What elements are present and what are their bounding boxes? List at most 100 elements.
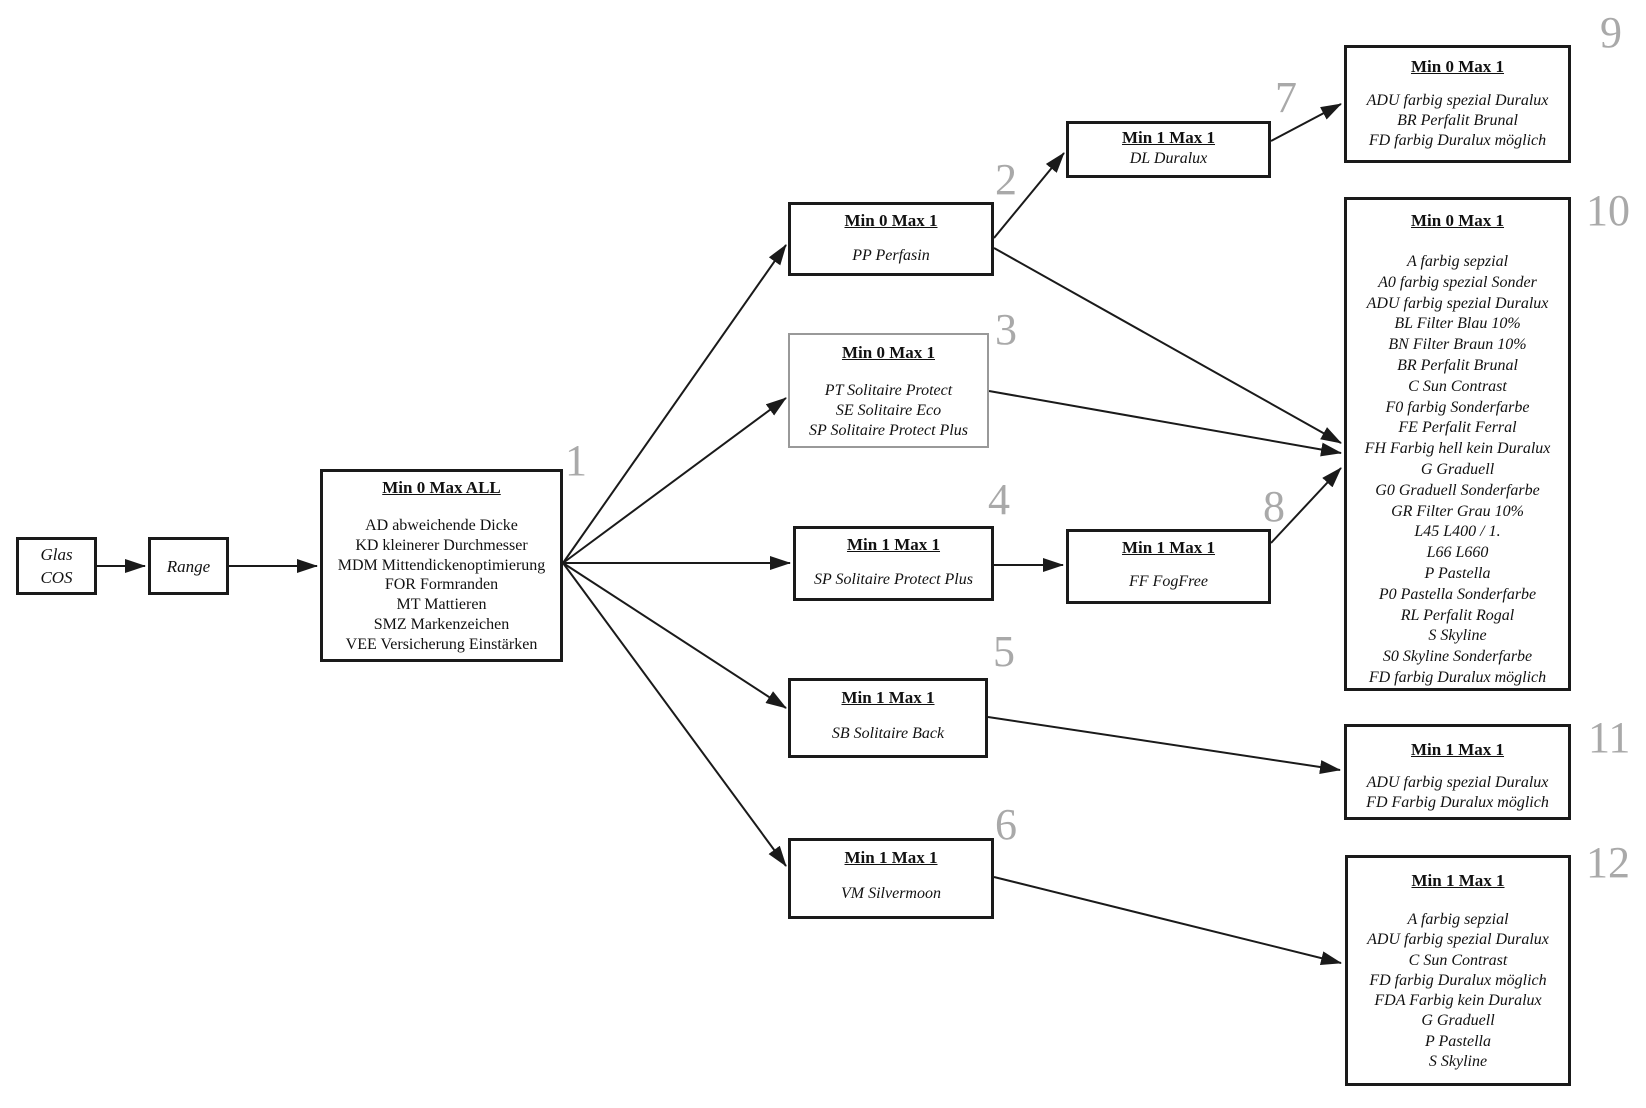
node-items: A farbig sepzial A0 farbig spezial Sonder… [1347,252,1568,689]
node-item: FD Farbig Duralux möglich [1366,794,1549,811]
node-title: Min 1 Max 1 [1121,538,1216,557]
step-number-8: 8 [1263,482,1285,531]
node-item: P Pastella [1424,564,1491,582]
node-item: BR Perfalit Brunal [1397,112,1518,129]
node-item: VEE Versicherung Einstärken [345,635,538,653]
node-item: C Sun Contrast [1408,377,1507,395]
node-item: A0 farbig spezial Sonder [1378,273,1537,291]
node-item: S0 Skyline Sonderfarbe [1382,648,1533,666]
step-number-9: 9 [1600,8,1622,57]
node-title: Min 0 Max 1 [1410,211,1505,230]
node-item: PT Solitaire Protect [824,382,953,399]
step-number-4: 4 [988,475,1010,524]
node-items: PP Perfasin [791,246,991,266]
node-title: Min 0 Max 1 [841,343,936,362]
node-sb-solitaire-back: Min 1 Max 1 SB Solitaire Back [788,678,988,758]
node-title: Min 1 Max 1 [846,535,941,554]
arrow-n7-to-n9 [1270,103,1342,142]
node-item: SE Solitaire Eco [835,402,942,419]
node-item: DL Duralux [1129,150,1208,167]
step-number-1: 1 [565,436,587,485]
node-title: Min 0 Max 1 [844,211,938,230]
node-item: SMZ Markenzeichen [373,615,510,633]
step-number-5: 5 [993,627,1015,676]
node-item: Range [166,556,211,576]
arrow-n1-to-n3 [562,397,787,564]
node-item: A farbig sepzial [1406,253,1509,270]
arrow-n1-to-n6 [562,562,787,867]
node-item: ADU farbig spezial Duralux [1367,931,1549,949]
node-item: L66 L660 [1426,544,1489,562]
step-number-7: 7 [1275,73,1297,122]
arrow-n1-to-n2 [562,244,787,564]
node-item: SB Solitaire Back [831,725,945,742]
arrow-n3-to-n10 [988,390,1342,457]
node-item: ADU farbig spezial Duralux [1366,774,1549,791]
arrow-n2-to-n10 [993,247,1342,444]
node-title: Min 0 Max 1 [1410,57,1505,76]
node-item: C Sun Contrast [1408,951,1508,969]
node-item: BR Perfalit Brunal [1397,356,1518,374]
node-item: FE Perfalit Ferral [1398,419,1517,437]
node-ff-fogfree: Min 1 Max 1 FF FogFree [1066,529,1271,604]
node-title: Min 1 Max 1 [1121,128,1216,147]
node-items: SP Solitaire Protect Plus [796,570,991,590]
node-item: FD farbig Duralux möglich [1368,132,1547,149]
node-vm-silvermoon: Min 1 Max 1 VM Silvermoon [788,838,994,919]
arrow-n2-to-n7 [993,152,1065,239]
node-item: AD abweichende Dicke [365,517,518,534]
node-items: Range [151,555,226,578]
node-item: ADU farbig spezial Duralux [1366,294,1549,312]
node-item: FDA Farbig kein Duralux [1374,992,1542,1010]
node-item: GR Filter Grau 10% [1391,502,1524,520]
node-item: F0 farbig Sonderfarbe [1385,398,1530,416]
node-item: A farbig sepzial [1407,911,1509,928]
node-item: MDM Mittendickenoptimierung [337,556,546,574]
node-item: FD farbig Duralux möglich [1368,668,1547,686]
node-item: RL Perfalit Rogal [1400,606,1515,624]
node-item: BN Filter Braun 10% [1388,336,1527,354]
node-item: L45 L400 / 1. [1414,523,1501,541]
node-title: Min 1 Max 1 [1410,740,1505,759]
node-items: SB Solitaire Back [791,724,985,744]
node-color-options-full: Min 0 Max 1 A farbig sepzial A0 farbig sp… [1344,197,1571,691]
step-number-11: 11 [1588,713,1631,762]
step-number-12: 12 [1586,838,1630,887]
node-item: SP Solitaire Protect Plus [814,571,973,588]
node-pp-perfasin: Min 0 Max 1 PP Perfasin [788,202,994,276]
node-items: DL Duralux [1069,149,1268,169]
node-item: MT Mattieren [396,596,487,614]
arrow-n5-to-n11 [987,716,1341,774]
node-item: FOR Formranden [384,576,499,594]
node-item: BL Filter Blau 10% [1394,315,1521,333]
step-number-6: 6 [995,800,1017,849]
step-number-10: 10 [1586,186,1630,235]
node-item: FD farbig Duralux möglich [1369,971,1547,989]
node-item: G0 Graduell Sonderfarbe [1375,481,1540,499]
step-number-2: 2 [995,155,1017,204]
node-item: PP Perfasin [852,247,930,264]
node-dl-duralux: Min 1 Max 1 DL Duralux [1066,121,1271,178]
node-item: ADU farbig spezial Duralux [1366,92,1549,109]
node-title: Min 1 Max 1 [844,848,938,867]
node-item: P0 Pastella Sonderfarbe [1378,585,1537,603]
node-items: FF FogFree [1069,572,1268,592]
arrow-n8-to-n10 [1270,467,1342,544]
node-item: S Skyline [1428,627,1487,645]
node-item: G Graduell [1420,460,1495,478]
node-title: Min 1 Max 1 [1411,871,1505,890]
node-item: COS [40,568,73,587]
node-item: VM Silvermoon [841,885,941,902]
arrow-n6-to-n12 [993,876,1342,965]
node-sp-solitaire-protect-plus: Min 1 Max 1 SP Solitaire Protect Plus [793,526,994,601]
node-title: Min 1 Max 1 [841,688,935,707]
